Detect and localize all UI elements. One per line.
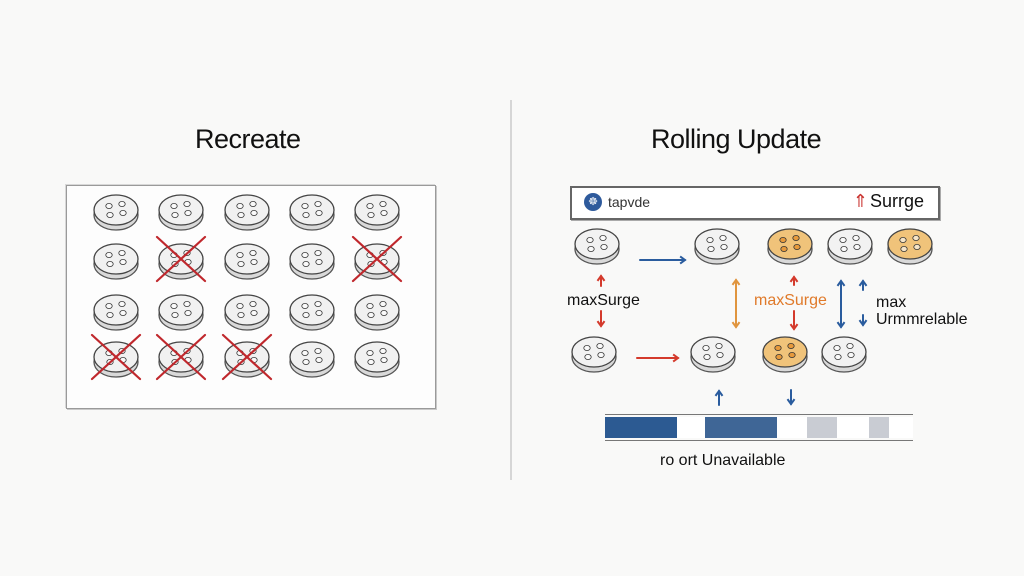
arrow-icon [596, 320, 606, 328]
cross-mark-icon [90, 333, 142, 381]
pod-icon [821, 336, 867, 373]
max-unavailable-line1: max [876, 294, 907, 311]
arrow-icon [714, 389, 724, 397]
panel-divider [510, 100, 512, 480]
arrow-icon [858, 279, 868, 287]
kubernetes-wheel-icon: ☸ [584, 193, 602, 211]
pod-icon [767, 228, 813, 265]
recreate-title: Recreate [195, 124, 301, 154]
pod-icon [158, 194, 204, 231]
pod-icon [289, 243, 335, 280]
pod-icon [289, 341, 335, 378]
pod-icon [574, 228, 620, 265]
pod-icon [93, 294, 139, 331]
arrow-icon [672, 353, 680, 363]
arrow-icon [731, 321, 741, 329]
cross-mark-icon [155, 235, 207, 283]
availability-bar-segment [837, 417, 869, 438]
pod-icon [827, 228, 873, 265]
availability-bar-segment [889, 417, 913, 438]
pod-icon [571, 336, 617, 373]
availability-bar-segment [869, 417, 889, 438]
arrow-icon [786, 398, 796, 406]
pod-icon [354, 341, 400, 378]
availability-bar-segment [705, 417, 777, 438]
pod-icon [93, 194, 139, 231]
cross-mark-icon [221, 333, 273, 381]
arrow-icon [789, 275, 799, 283]
pod-icon [224, 294, 270, 331]
pod-icon [694, 228, 740, 265]
arrow-icon [789, 323, 799, 331]
cross-mark-icon [155, 333, 207, 381]
pod-icon [354, 294, 400, 331]
cross-mark-icon [351, 235, 403, 283]
availability-bar-segment [605, 417, 677, 438]
arrow-icon [679, 255, 687, 265]
pod-icon [690, 336, 736, 373]
banner-right-label: ⇑Surrge [853, 191, 924, 212]
pod-icon [158, 243, 204, 280]
arrow-icon [836, 279, 846, 287]
availability-bar-segment [677, 417, 705, 438]
max-unavailable-label: max Urmmrelable [876, 294, 968, 328]
max-surge-label-center: maxSurge [754, 292, 827, 309]
banner-left-text: tapvde [608, 194, 651, 210]
pod-icon [762, 336, 808, 373]
max-surge-label-left: maxSurge [567, 292, 640, 309]
pod-icon [289, 194, 335, 231]
pod-icon [354, 194, 400, 231]
arrow-icon [596, 274, 606, 282]
rolling-banner: ☸ tapvde ⇑Surrge [570, 186, 940, 220]
availability-bar-segment [777, 417, 807, 438]
pod-icon [93, 243, 139, 280]
arrow-icon [858, 319, 868, 327]
pod-icon [224, 194, 270, 231]
pod-icon [887, 228, 933, 265]
pod-icon [158, 294, 204, 331]
max-unavailable-line2: Urmmrelable [876, 311, 968, 328]
pod-icon [289, 294, 335, 331]
bottom-caption: ro ort Unavailable [660, 452, 786, 469]
pod-icon [224, 243, 270, 280]
rolling-update-title: Rolling Update [651, 124, 822, 154]
availability-bar-segment [807, 417, 837, 438]
up-arrow-icon: ⇑ [852, 191, 868, 211]
availability-bar [605, 414, 913, 441]
banner-right-text: Surrge [869, 191, 924, 211]
arrow-icon [731, 278, 741, 286]
arrow-icon [836, 321, 846, 329]
